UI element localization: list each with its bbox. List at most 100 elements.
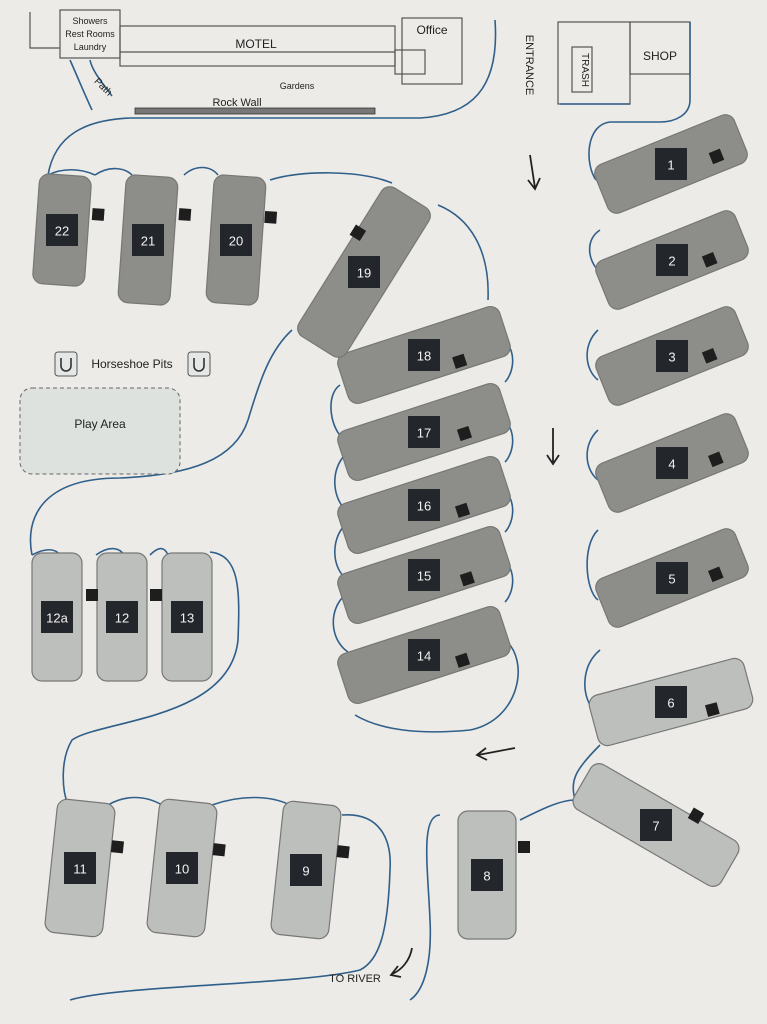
campsite-18[interactable]: 18: [335, 304, 513, 406]
site-number: 16: [417, 499, 431, 514]
site-number: 1: [667, 158, 674, 173]
trash-label: TRASH: [579, 53, 590, 87]
motel-label: MOTEL: [235, 37, 277, 51]
hookup-post-icon: [336, 845, 350, 859]
site-number: 4: [668, 457, 675, 472]
roads: [29, 19, 691, 1001]
site-number-box: [41, 601, 73, 633]
site-number: 17: [417, 426, 431, 441]
horseshoe-icon: [193, 358, 205, 372]
hookup-post-icon: [708, 148, 725, 165]
horseshoe-pits-label: Horseshoe Pits: [91, 357, 172, 371]
campsite-14[interactable]: 14: [335, 604, 513, 706]
laundry-label: Laundry: [74, 42, 107, 52]
site-number: 21: [141, 234, 155, 249]
site-number-box: [46, 214, 78, 246]
site-number-box: [640, 809, 672, 841]
hookup-post-icon: [459, 571, 475, 587]
site-number-box: [656, 562, 688, 594]
campsite-9[interactable]: 9: [270, 800, 354, 941]
campsite-21[interactable]: 21: [117, 174, 194, 306]
campsite-2[interactable]: 2: [593, 208, 752, 312]
site-number: 12: [115, 611, 129, 626]
hookup-post-icon: [708, 451, 724, 468]
campsite-1[interactable]: 1: [592, 112, 751, 216]
motel-building-body: [119, 25, 396, 67]
site-number: 5: [668, 572, 675, 587]
campsite-19[interactable]: 19: [290, 181, 434, 361]
arrow-curve-icon: [389, 947, 413, 978]
hookup-post-icon: [91, 208, 105, 221]
hookup-post-icon: [150, 589, 162, 601]
site-number: 9: [302, 864, 309, 879]
site-number-box: [408, 559, 440, 591]
motel-building: [29, 12, 60, 49]
gardens-label: Gardens: [280, 81, 315, 91]
campsite-13[interactable]: 13: [150, 552, 213, 682]
site-number: 19: [357, 266, 371, 281]
campsite-10[interactable]: 10: [146, 798, 230, 939]
site-number: 14: [417, 649, 431, 664]
site-number-box: [471, 859, 503, 891]
campsite-11[interactable]: 11: [44, 798, 128, 939]
office-annex: [394, 49, 426, 75]
site-number-box: [408, 489, 440, 521]
office-building: [401, 17, 463, 85]
horseshoe-pits: [54, 351, 211, 377]
hookup-post-icon: [349, 224, 367, 242]
rock-wall-label: Rock Wall: [212, 97, 261, 109]
site-number: 2: [668, 254, 675, 269]
restrooms-label: Rest Rooms: [65, 29, 115, 39]
site-number-box: [348, 256, 380, 288]
entrance-label: ENTRANCE: [523, 35, 535, 96]
site-number-box: [655, 686, 687, 718]
hookup-post-icon: [708, 566, 724, 583]
showers-label: Showers: [72, 16, 108, 26]
site-number-box: [290, 854, 322, 886]
site-number-box: [171, 601, 203, 633]
arrow-down-icon: [527, 154, 541, 191]
hookup-post-icon: [705, 702, 720, 717]
campsite-12[interactable]: 12: [96, 552, 163, 682]
site-number-box: [656, 447, 688, 479]
campsite-22[interactable]: 22: [32, 173, 107, 287]
campsite-17[interactable]: 17: [335, 381, 513, 483]
play-area-label: Play Area: [74, 417, 126, 431]
site-number: 7: [652, 819, 659, 834]
site-number: 13: [180, 611, 194, 626]
campsite-12a[interactable]: 12a: [31, 552, 98, 682]
site-number-box: [64, 852, 96, 884]
arrow-left-icon: [475, 747, 516, 761]
arrow-down-icon: [546, 428, 560, 466]
site-number: 18: [417, 349, 431, 364]
campsite-8[interactable]: 8: [457, 810, 530, 940]
site-number: 12a: [46, 611, 68, 626]
site-number-box: [408, 639, 440, 671]
site-number-box: [656, 244, 688, 276]
hookup-post-icon: [701, 348, 718, 364]
hookup-post-icon: [212, 843, 226, 857]
campsite-5[interactable]: 5: [593, 526, 752, 630]
play-area: [19, 387, 181, 475]
shop-label: SHOP: [643, 49, 677, 63]
hookup-post-icon: [110, 840, 125, 854]
campsite-6[interactable]: 6: [587, 656, 755, 748]
campsite-4[interactable]: 4: [593, 411, 752, 515]
site-number-box: [106, 601, 138, 633]
site-number-box: [220, 224, 252, 256]
campsite-15[interactable]: 15: [335, 524, 513, 626]
site-number: 20: [229, 234, 243, 249]
horseshoe-icon: [60, 358, 72, 372]
to-river-label: TO RIVER: [329, 973, 381, 985]
campsite-7[interactable]: 7: [569, 753, 746, 890]
campsite-16[interactable]: 16: [335, 454, 513, 556]
campsite-20[interactable]: 20: [205, 174, 280, 306]
site-number-box: [656, 340, 688, 372]
campsite-3[interactable]: 3: [593, 304, 752, 408]
site-number-box: [132, 224, 164, 256]
office-label: Office: [416, 23, 447, 37]
site-number-box: [408, 416, 440, 448]
site-number: 10: [175, 862, 189, 877]
direction-arrows: [389, 154, 560, 978]
